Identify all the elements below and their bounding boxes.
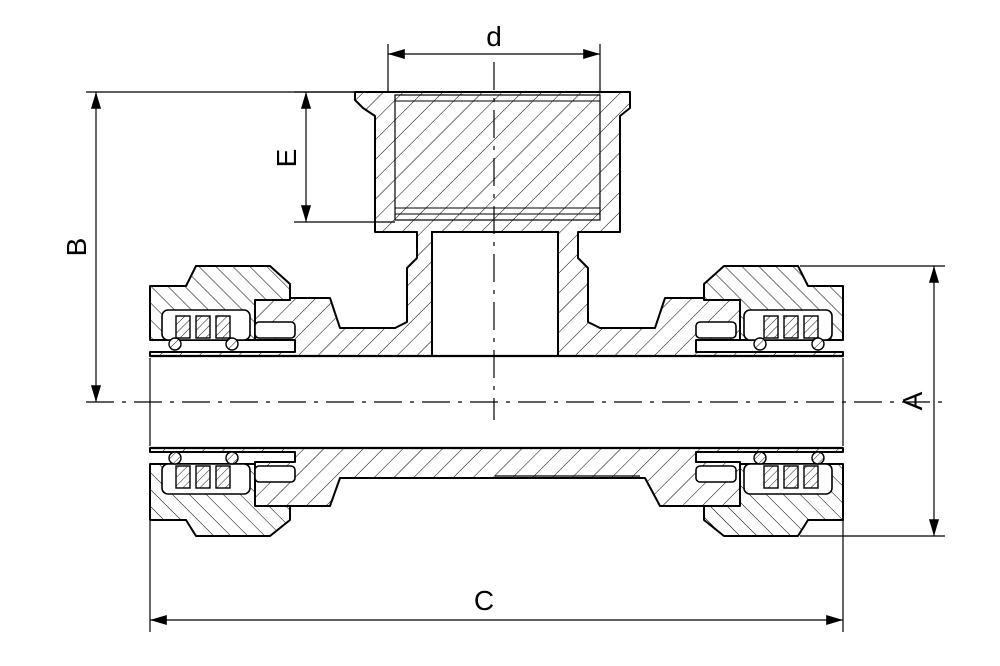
dimension-B: B	[61, 91, 355, 402]
dimension-C: C	[149, 520, 844, 632]
dimension-E-label: E	[271, 149, 302, 168]
dimension-A-label: A	[897, 391, 928, 410]
dimension-d-label: d	[486, 21, 502, 52]
dimension-A: A	[800, 265, 945, 537]
dimension-d: d	[387, 21, 601, 92]
dimension-B-label: B	[61, 238, 92, 257]
left-compression-nut	[149, 265, 296, 537]
right-compression-nut	[695, 265, 844, 537]
centerlines	[86, 62, 945, 420]
dimension-C-label: C	[474, 585, 494, 616]
